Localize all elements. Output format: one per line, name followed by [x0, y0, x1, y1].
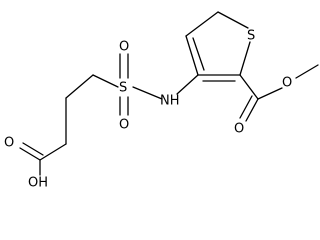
- atom-label-acid-oh: OH: [28, 176, 48, 191]
- bond-n-ring: [176, 74, 199, 95]
- bond-c4-s: [92, 74, 119, 88]
- bond-ring-c4-c5: [185, 11, 219, 37]
- ester-bonds: [239, 64, 319, 122]
- bond-ring-c3-c4-inner: [192, 37, 205, 71]
- atom-label-carbonyl-o: O: [234, 122, 244, 137]
- bond-ring-carbonyl: [239, 74, 259, 100]
- bond-carbonyl-o-double-a: [245, 98, 259, 122]
- bond-c3-c4: [65, 74, 94, 99]
- acid-chain-bonds: [19, 74, 119, 176]
- bond-ring-s-c2: [239, 41, 251, 76]
- atom-label-thiophene-s: S: [247, 29, 255, 44]
- atom-label-ester-o: O: [282, 76, 292, 91]
- thiophene-ring-bonds: [185, 11, 251, 82]
- sulfonyl-bonds: [119, 53, 199, 116]
- molecule-drawing: S O O NH S O O O OH: [4, 11, 319, 191]
- atom-label-acid-carbonyl-o: O: [4, 136, 14, 151]
- bond-s-n: [132, 86, 163, 100]
- bond-carbonyl-o-single: [257, 87, 283, 100]
- bond-c1-o-double-a: [19, 147, 41, 161]
- bond-c1-o-double-b: [22, 142, 44, 156]
- atom-label-amine-nh: NH: [160, 94, 180, 109]
- chemical-structure-diagram: S O O NH S O O O OH: [4, 11, 319, 191]
- bond-ring-c3-c4: [185, 35, 199, 76]
- bond-o-methyl: [295, 64, 319, 79]
- bond-carbonyl-o-double-b: [239, 95, 253, 119]
- atom-label-sulfonyl-o-top: O: [119, 40, 129, 55]
- atom-label-sulfonyl-o-bottom: O: [119, 118, 129, 133]
- bond-c1-c2: [39, 143, 67, 161]
- atom-label-sulfonyl-s: S: [119, 81, 127, 96]
- bond-ring-c5-s: [217, 11, 249, 29]
